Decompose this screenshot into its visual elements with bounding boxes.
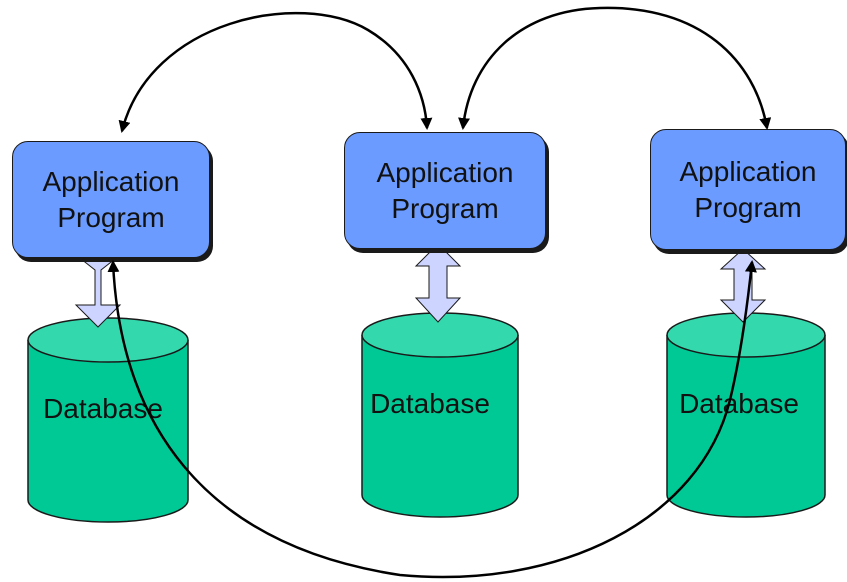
application-label-line2: Program [57, 201, 165, 233]
io-arrow-1 [74, 254, 122, 328]
application-label-line1: Application [42, 165, 180, 197]
application-program-box-3: Application Program [650, 129, 846, 250]
application-label-line1: Application [679, 155, 817, 187]
application-label-line1: Application [376, 156, 514, 188]
connector-app2-app3 [458, 6, 772, 130]
connector-app1-app3 [107, 260, 757, 579]
application-label-line2: Program [694, 191, 802, 223]
connector-app1-app2 [118, 11, 433, 133]
database-1-cylinder [27, 317, 189, 523]
database-label-3: Database [679, 388, 799, 419]
database-2-cylinder [361, 312, 519, 518]
database-3-cylinder [666, 312, 826, 518]
application-program-box-1: Application Program [12, 141, 210, 258]
database-label-2: Database [370, 388, 490, 419]
application-label-line2: Program [391, 192, 499, 224]
application-program-box-2: Application Program [344, 132, 546, 249]
